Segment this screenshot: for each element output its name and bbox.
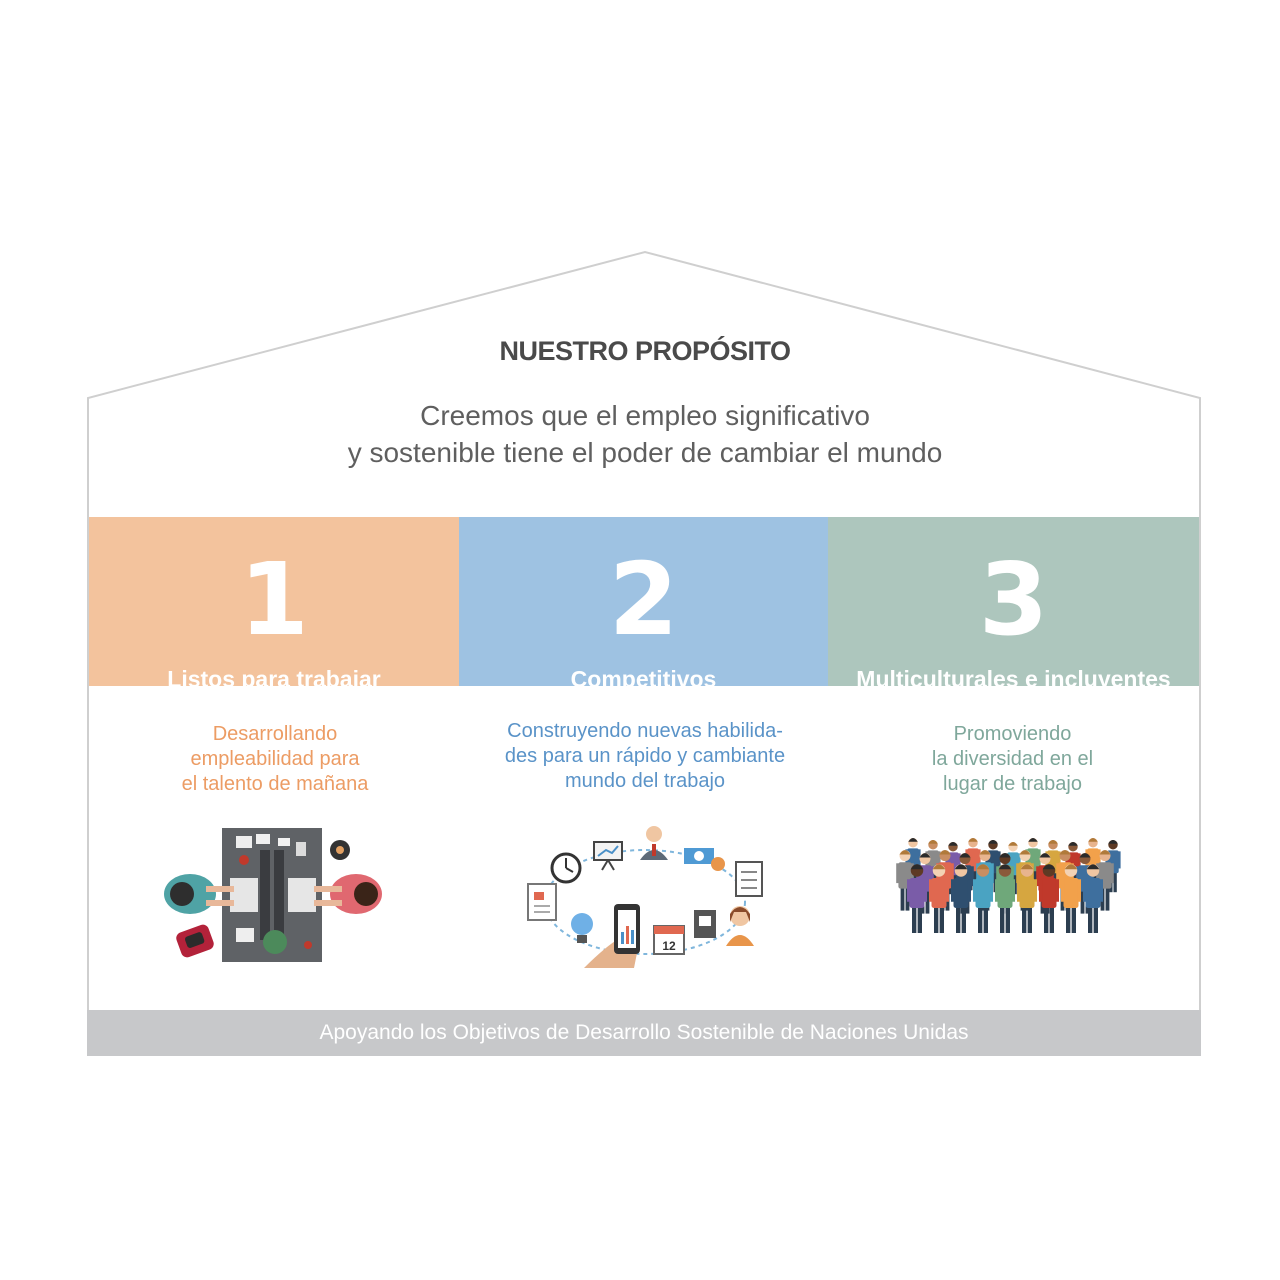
pillar-1-description: Desarrollando empleabilidad para el tale… — [120, 722, 430, 797]
pillar-2-label: Competitivos — [570, 666, 717, 692]
pillar-1-desc-line: el talento de mañana — [181, 773, 369, 795]
pillar-3-desc-line: lugar de trabajo — [943, 773, 1082, 795]
purpose-statement: Creemos que el empleo significativo y so… — [300, 397, 990, 471]
pillar-1-desc-line: Desarrollando — [212, 723, 338, 745]
pillar-2-description: Construyendo nuevas habilida- des para u… — [480, 719, 810, 794]
pillar-1-label: Listos para trabajar — [167, 666, 381, 692]
pillar-2-number: 2 — [608, 541, 679, 658]
purpose-line-2: y sostenible tiene el poder de cambiar e… — [347, 437, 943, 468]
pillar-2-desc-line: Construyendo nuevas habilida- — [507, 720, 783, 742]
pillar-1-header: 1 Listos para trabajar — [89, 517, 459, 692]
purpose-line-1: Creemos que el empleo significativo — [420, 400, 870, 431]
diverse-crowd-icon — [896, 837, 1121, 933]
footer-banner: Apoyando los Objetivos de Desarrollo Sos… — [87, 1010, 1201, 1056]
coworkers-desk-icon — [164, 828, 382, 962]
skills-cycle-icon: 12 — [527, 826, 763, 968]
pillar-2-desc-line: des para un rápido y cambiante — [504, 745, 786, 767]
pillar-3-description: Promoviendo la diversidad en el lugar de… — [850, 722, 1175, 797]
pillar-2-desc-line: mundo del trabajo — [564, 770, 726, 792]
pillar-3-desc-line: la diversidad en el — [931, 748, 1094, 770]
pillar-1-desc-line: empleabilidad para — [190, 748, 360, 770]
pillar-2-header: 2 Competitivos — [459, 517, 828, 692]
pillar-3-number: 3 — [978, 541, 1049, 658]
pillar-3-desc-line: Promoviendo — [953, 723, 1072, 745]
pillar-3-header: 3 Multiculturales e incluyentes — [828, 517, 1199, 692]
calendar-day: 12 — [662, 939, 676, 953]
pillar-1-number: 1 — [239, 541, 309, 658]
pillar-3-label: Multiculturales e incluyentes — [856, 666, 1171, 692]
page-title: NUESTRO PROPÓSITO — [499, 336, 791, 366]
